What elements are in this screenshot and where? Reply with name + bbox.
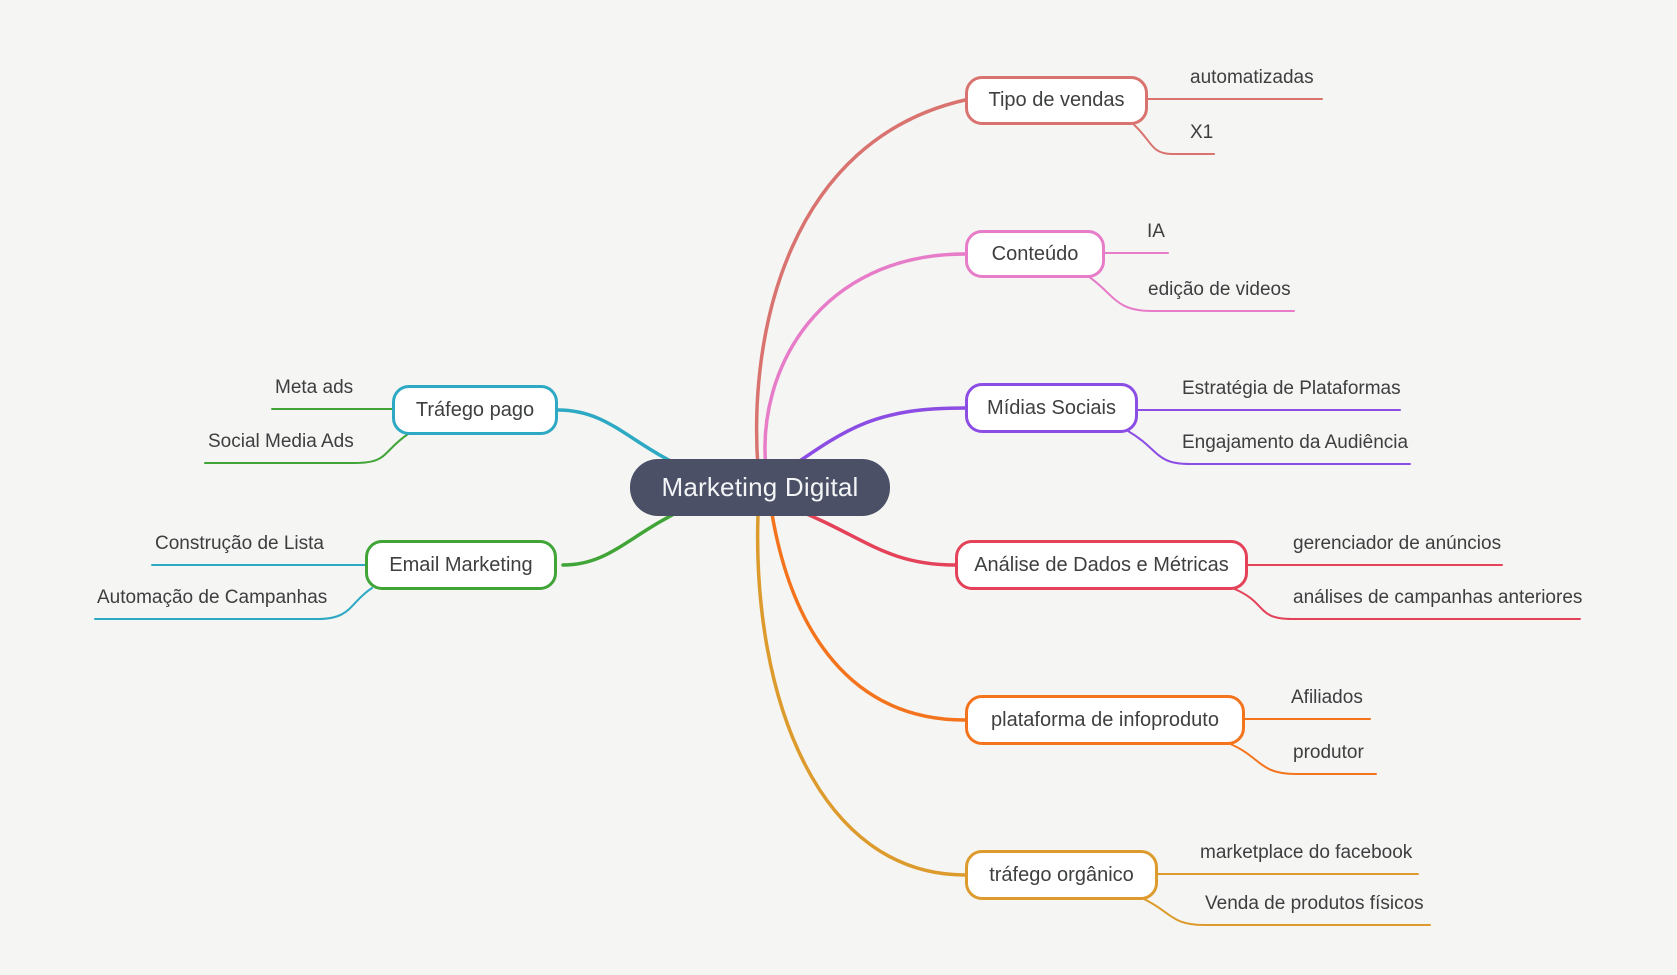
child-node-analises-de-campanhas[interactable]: análises de campanhas anteriores	[1293, 587, 1583, 608]
child-connector-edicao-de-videos	[1087, 275, 1295, 312]
child-node-afiliados[interactable]: Afiliados	[1291, 687, 1363, 708]
child-node-ia[interactable]: IA	[1147, 221, 1165, 242]
child-node-estrategia-de-plataformas[interactable]: Estratégia de Plataformas	[1182, 378, 1401, 399]
branch-curve-tipo-de-vendas	[754, 98, 967, 470]
child-node-x1[interactable]: X1	[1190, 122, 1214, 143]
branch-curve-trafego-organico	[755, 512, 967, 877]
child-connector-engajamento-da-audiencia	[1127, 430, 1411, 465]
child-node-meta-ads[interactable]: Meta ads	[275, 377, 354, 398]
child-connector-analises-de-campanhas	[1231, 587, 1581, 620]
topic-node-email-marketing[interactable]: Email Marketing	[365, 540, 557, 590]
child-connector-x1	[1131, 122, 1215, 155]
child-node-automatizadas[interactable]: automatizadas	[1190, 67, 1314, 88]
child-node-gerenciador-de-anuncios[interactable]: gerenciador de anúncios	[1293, 533, 1502, 554]
topic-node-plataforma-infoproduto[interactable]: plataforma de infoproduto	[965, 695, 1245, 745]
topic-node-analise-de-dados[interactable]: Análise de Dados e Métricas	[955, 540, 1248, 590]
child-node-construcao-de-lista[interactable]: Construção de Lista	[155, 533, 324, 554]
child-node-venda-produtos-fisicos[interactable]: Venda de produtos físicos	[1205, 893, 1424, 914]
topic-node-conteudo[interactable]: Conteúdo	[965, 230, 1105, 278]
child-connector-venda-produtos-fisicos	[1141, 897, 1431, 926]
child-node-social-media-ads[interactable]: Social Media Ads	[208, 431, 354, 452]
child-node-automacao-de-campanhas[interactable]: Automação de Campanhas	[97, 587, 328, 608]
root-node-marketing-digital[interactable]: Marketing Digital	[630, 459, 890, 516]
topic-node-midias-sociais[interactable]: Mídias Sociais	[965, 383, 1138, 433]
topic-node-trafego-pago[interactable]: Tráfego pago	[392, 385, 558, 435]
branch-curve-analise-de-dados	[790, 506, 957, 567]
child-connector-automacao-de-campanhas	[94, 587, 373, 620]
child-node-marketplace-facebook[interactable]: marketplace do facebook	[1200, 842, 1413, 863]
topic-node-tipo-de-vendas[interactable]: Tipo de vendas	[965, 76, 1148, 125]
child-connector-social-media-ads	[204, 433, 409, 464]
child-node-produtor[interactable]: produtor	[1293, 742, 1364, 763]
topic-node-trafego-organico[interactable]: tráfego orgânico	[965, 850, 1158, 900]
branch-curve-email-marketing	[561, 504, 692, 567]
branch-curve-plataforma-infoproduto	[770, 512, 967, 722]
child-connector-produtor	[1227, 742, 1377, 775]
branch-curve-conteudo	[763, 252, 967, 470]
child-node-engajamento-da-audiencia[interactable]: Engajamento da Audiência	[1182, 432, 1409, 453]
child-node-edicao-de-videos[interactable]: edição de videos	[1148, 279, 1291, 300]
